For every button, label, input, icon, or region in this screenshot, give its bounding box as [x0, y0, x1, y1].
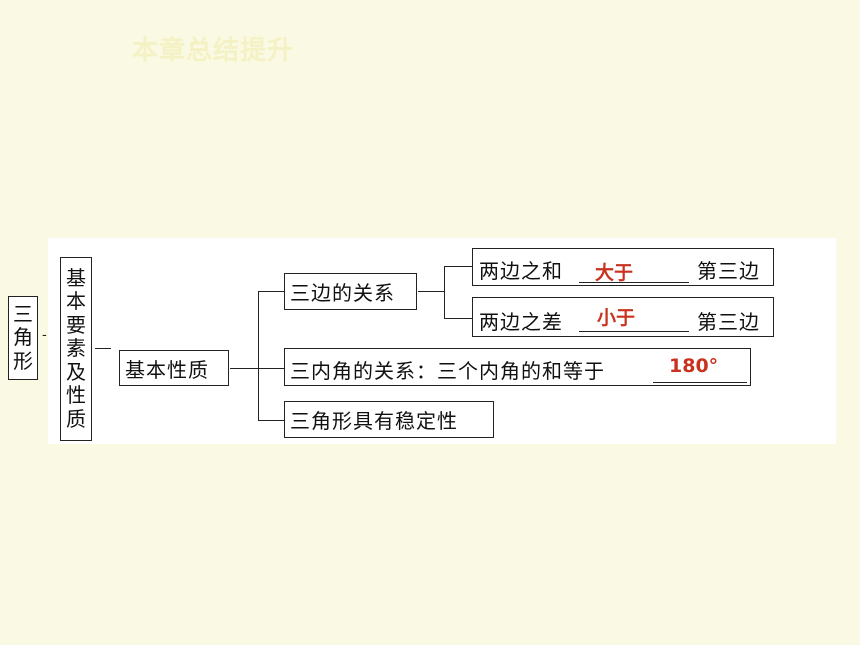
sides-relation-label: 三边的关系	[290, 281, 395, 305]
angles-answer: 180°	[669, 355, 719, 377]
root-node: 三 角 形	[8, 296, 38, 380]
level1-char: 及	[66, 359, 86, 384]
root-char: 形	[13, 348, 33, 373]
level1-char: 素	[66, 336, 86, 361]
level1-char: 本	[66, 289, 86, 314]
bracket-vertical	[258, 291, 259, 420]
angles-relation-node: 三内角的关系：三个内角的和等于 180°	[284, 348, 751, 386]
sides-sum-answer: 大于	[595, 262, 634, 284]
connector-line	[95, 348, 111, 349]
sides-relation-node: 三边的关系	[284, 273, 417, 310]
level1-char: 基	[66, 265, 86, 290]
sides-sum-blank	[579, 282, 689, 283]
stability-node: 三角形具有稳定性	[284, 401, 494, 438]
sides-sum-prefix: 两边之和	[479, 259, 563, 283]
bracket-bottom	[444, 318, 472, 319]
sides-sum-node: 两边之和 大于 第三边	[472, 248, 774, 286]
sides-sum-suffix: 第三边	[697, 259, 760, 283]
page-title: 本章总结提升	[132, 36, 295, 66]
level1-char: 性	[66, 383, 86, 408]
angles-relation-prefix: 三内角的关系：三个内角的和等于	[290, 359, 605, 383]
basic-properties-label: 基本性质	[125, 357, 209, 382]
sides-diff-answer: 小于	[597, 307, 636, 329]
root-char: 三	[13, 301, 33, 326]
basic-elements-node: 基 本 要 素 及 性 质	[60, 257, 92, 441]
root-char: 角	[13, 325, 33, 350]
basic-properties-node: 基本性质	[119, 350, 229, 386]
sides-diff-prefix: 两边之差	[479, 310, 563, 334]
bracket-middle	[258, 368, 284, 369]
level1-char: 质	[66, 406, 86, 431]
bracket-top	[258, 291, 284, 292]
sides-diff-suffix: 第三边	[697, 310, 760, 334]
bracket-vertical	[444, 266, 445, 318]
stability-label: 三角形具有稳定性	[290, 409, 458, 433]
sides-diff-node: 两边之差 小于 第三边	[472, 297, 774, 337]
angles-blank	[653, 382, 747, 383]
sides-diff-blank	[579, 331, 689, 332]
bracket-bottom	[258, 420, 284, 421]
connector-line	[418, 291, 444, 292]
level1-char: 要	[66, 312, 86, 337]
connector-line	[230, 368, 258, 369]
connector-dash: -	[42, 327, 47, 343]
bracket-top	[444, 266, 472, 267]
